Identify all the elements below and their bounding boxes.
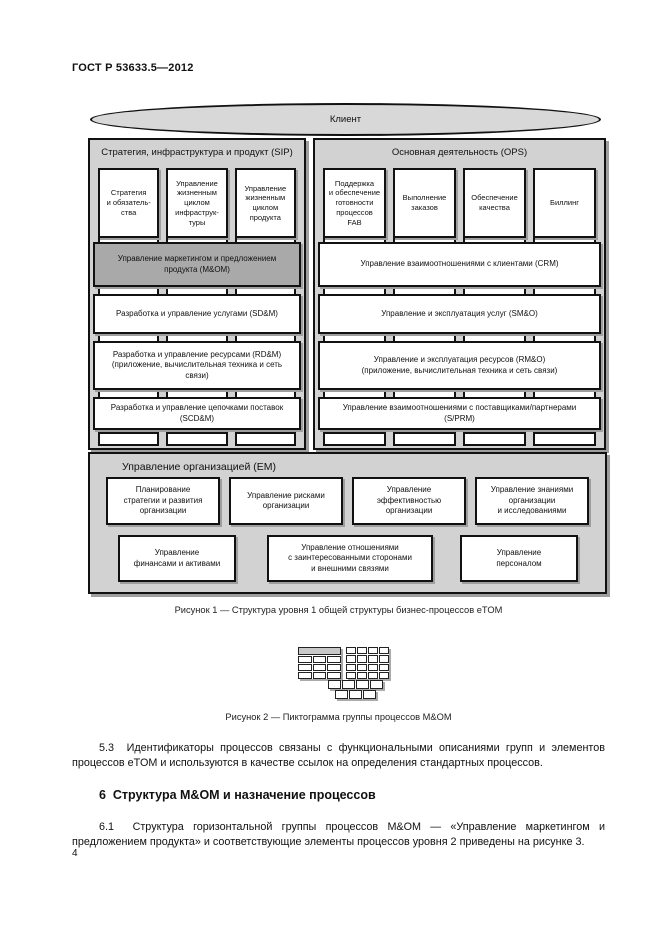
mom-pictogram: [298, 647, 390, 703]
client-label: Клиент: [329, 114, 362, 125]
pictogram-cell: [357, 647, 367, 655]
figure2-caption: Рисунок 2 — Пиктограмма группы процессов…: [225, 712, 452, 722]
paragraph-5-3: 5.3 Идентификаторы процессов связаны с ф…: [72, 742, 608, 769]
etom-level1-diagram: Клиент Стратегия, инфраструктура и проду…: [88, 100, 607, 600]
em-row1: Планирование стратегии и развития органи…: [106, 477, 589, 525]
sip-column-strategy: Стратегия и обязатель- ства: [98, 168, 160, 238]
ops-column-stubs: [323, 432, 596, 446]
em-panel-title: Управление организацией (EM): [122, 461, 276, 473]
section-6-heading: 6 Структура M&OM и назначение процессов: [99, 788, 376, 802]
pictogram-cell: [379, 655, 389, 663]
ops-row-smo: Управление и эксплуатация услуг (SM&O): [318, 294, 601, 334]
em-box-knowledge-research: Управление знаниями организации и исслед…: [475, 477, 589, 525]
pictogram-cell: [357, 671, 367, 679]
pictogram-em-row2: [335, 690, 376, 699]
pictogram-cell: [357, 655, 367, 663]
em-box-stakeholder-relations: Управление отношениями с заинтересованны…: [267, 535, 433, 582]
client-ellipse: Клиент: [90, 103, 601, 136]
ops-column-stub: [463, 432, 526, 446]
pictogram-cell: [298, 656, 312, 663]
em-panel: Управление организацией (EM) Планировани…: [88, 452, 607, 594]
em-box-strategy-planning: Планирование стратегии и развития органи…: [106, 477, 220, 525]
sip-panel-title: Стратегия, инфраструктура и продукт (SIP…: [101, 147, 293, 158]
pictogram-cell: [368, 655, 378, 663]
pictogram-cell: [370, 680, 383, 689]
ops-column-fulfillment: Выполнение заказов: [393, 168, 456, 238]
pictogram-cell: [327, 672, 341, 679]
pictogram-cell: [368, 647, 378, 655]
pictogram-cell: [349, 690, 362, 699]
pictogram-cell: [379, 663, 389, 671]
pictogram-em-row1: [328, 680, 383, 689]
sip-column-infrastructure-lifecycle: Управление жизненным циклом инфраструк- …: [166, 168, 228, 238]
pictogram-cell: [298, 672, 312, 679]
em-box-effectiveness: Управление эффективностью организации: [352, 477, 466, 525]
sip-row-mom-highlighted: Управление маркетингом и предложением пр…: [93, 242, 301, 287]
page-header: ГОСТ Р 53633.5—2012: [72, 62, 194, 74]
pictogram-cell: [368, 671, 378, 679]
pictogram-sip-block: [298, 647, 341, 679]
pictogram-cell: [346, 671, 356, 679]
ops-row-rmo: Управление и эксплуатация ресурсов (RM&O…: [318, 341, 601, 390]
pictogram-cell: [368, 663, 378, 671]
pictogram-cell: [335, 690, 348, 699]
pictogram-cell: [328, 680, 341, 689]
sip-panel: Стратегия, инфраструктура и продукт (SIP…: [88, 138, 306, 450]
sip-column-stub: [234, 432, 296, 446]
ops-row-sprm: Управление взаимоотношениями с поставщик…: [318, 397, 601, 430]
ops-column-stub: [323, 432, 386, 446]
pictogram-cell: [346, 655, 356, 663]
pictogram-mom-highlight-cell: [298, 647, 341, 655]
ops-panel: Основная деятельность (OPS) Поддержка и …: [313, 138, 606, 450]
pictogram-cell: [327, 656, 341, 663]
pictogram-cell: [363, 690, 376, 699]
pictogram-cell: [379, 647, 389, 655]
pictogram-ops-block: [346, 647, 389, 679]
figure1-caption: Рисунок 1 — Структура уровня 1 общей стр…: [174, 605, 503, 615]
pictogram-cell: [357, 663, 367, 671]
ops-column-fab-support: Поддержка и обеспечение готовности проце…: [323, 168, 386, 238]
ops-column-billing: Биллинг: [533, 168, 596, 238]
pictogram-cell: [298, 664, 312, 671]
sip-column-stub: [166, 432, 228, 446]
pictogram-cell: [312, 656, 327, 663]
pictogram-cell: [356, 680, 369, 689]
sip-row-scdm: Разработка и управление цепочками постав…: [93, 397, 301, 430]
sip-row-rdm: Разработка и управление ресурсами (RD&M)…: [93, 341, 301, 390]
pictogram-cell: [346, 663, 356, 671]
pictogram-cell: [312, 664, 327, 671]
pictogram-cell: [346, 647, 356, 655]
pictogram-cell: [327, 664, 341, 671]
ops-panel-title: Основная деятельность (OPS): [391, 147, 528, 158]
ops-column-assurance: Обеспечение качества: [463, 168, 526, 238]
sip-top-boxes: Стратегия и обязатель- ства Управление ж…: [98, 168, 296, 238]
ops-column-stub: [393, 432, 456, 446]
paragraph-6-1: 6.1 Структура горизонтальной группы проц…: [72, 821, 608, 848]
ops-top-boxes: Поддержка и обеспечение готовности проце…: [323, 168, 596, 238]
em-box-hr: Управление персоналом: [460, 535, 578, 582]
sip-column-stubs: [98, 432, 296, 446]
pictogram-cell: [312, 672, 327, 679]
em-box-finance-assets: Управление финансами и активами: [118, 535, 236, 582]
pictogram-cell: [379, 671, 389, 679]
sip-row-sdm: Разработка и управление услугами (SD&M): [93, 294, 301, 334]
pictogram-cell: [342, 680, 355, 689]
page-number: 4: [72, 848, 78, 859]
sip-column-product-lifecycle: Управление жизненным циклом продукта: [234, 168, 296, 238]
ops-row-crm: Управление взаимоотношениями с клиентами…: [318, 242, 601, 287]
sip-column-stub: [98, 432, 160, 446]
ops-column-stub: [533, 432, 596, 446]
em-box-risk-management: Управление рисками организации: [229, 477, 343, 525]
